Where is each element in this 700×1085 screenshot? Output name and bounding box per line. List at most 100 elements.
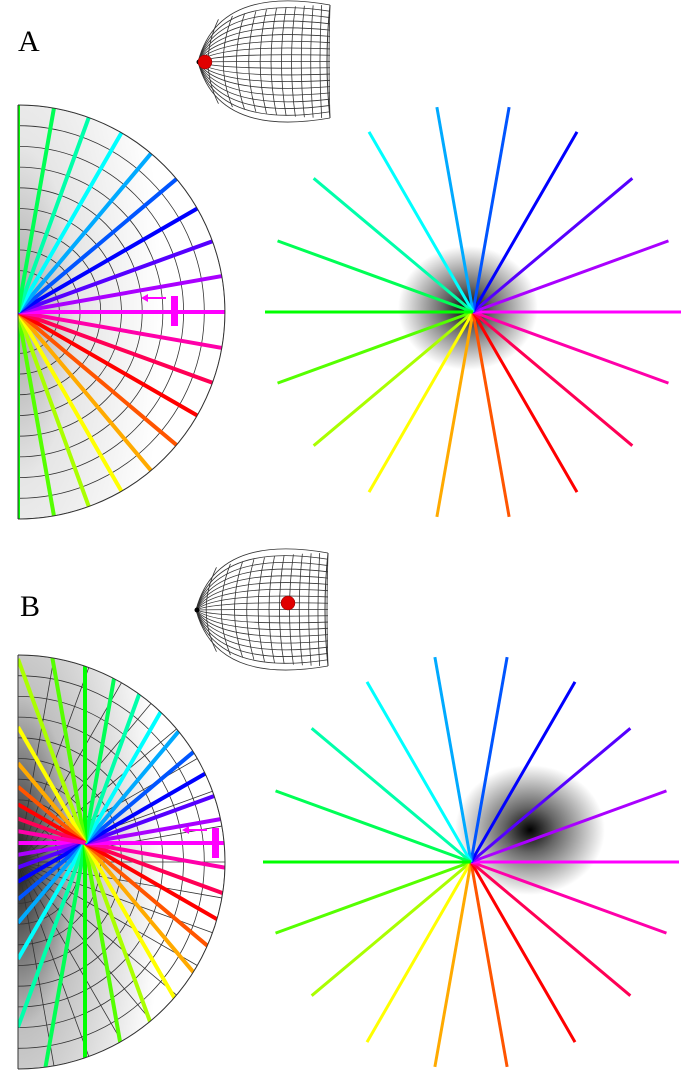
mesh-line bbox=[195, 609, 329, 657]
mesh-figure-a bbox=[196, 0, 331, 123]
color-ray bbox=[18, 311, 91, 508]
mesh-line bbox=[236, 13, 246, 110]
color-ray bbox=[18, 239, 214, 314]
mesh-line bbox=[257, 557, 265, 662]
stimulus-dot bbox=[280, 595, 296, 611]
mesh-line bbox=[197, 0, 331, 63]
color-ray bbox=[18, 725, 87, 844]
color-ray bbox=[469, 861, 577, 1043]
color-ray bbox=[312, 310, 474, 447]
color-ray bbox=[435, 106, 475, 313]
mesh-line bbox=[197, 34, 331, 63]
mesh-line bbox=[270, 8, 277, 115]
mesh-line bbox=[259, 9, 267, 114]
color-ray bbox=[469, 861, 509, 1068]
mesh-line bbox=[197, 40, 331, 63]
color-ray bbox=[18, 841, 87, 901]
grid-spoke bbox=[18, 861, 122, 1042]
mesh-line bbox=[197, 61, 331, 123]
color-ray bbox=[18, 829, 86, 845]
mesh-line bbox=[291, 6, 296, 117]
mesh-line bbox=[310, 5, 314, 118]
color-ray bbox=[84, 841, 225, 870]
color-ray bbox=[277, 310, 474, 385]
map-outline bbox=[17, 654, 226, 1070]
color-ray bbox=[83, 678, 116, 844]
color-ray bbox=[470, 860, 632, 997]
color-ray bbox=[435, 311, 475, 518]
color-ray bbox=[367, 131, 475, 313]
mesh-line bbox=[197, 61, 331, 96]
mesh-line bbox=[195, 595, 329, 611]
mesh-line bbox=[195, 609, 329, 624]
panel-label-a: A bbox=[18, 25, 40, 58]
color-ray bbox=[312, 177, 474, 314]
mesh-line bbox=[308, 553, 312, 666]
pole-dot bbox=[194, 607, 200, 613]
color-ray bbox=[277, 239, 474, 314]
visual-field-star-a bbox=[265, 106, 681, 518]
mesh-edge bbox=[326, 4, 331, 119]
mesh-line bbox=[298, 553, 303, 666]
color-ray bbox=[18, 274, 223, 314]
marker-arrow-head bbox=[141, 294, 148, 302]
color-ray bbox=[18, 107, 56, 313]
mesh-line bbox=[300, 5, 305, 118]
color-ray bbox=[18, 841, 87, 884]
color-ray bbox=[472, 310, 669, 385]
mesh-line bbox=[279, 555, 285, 664]
visual-field-star-b bbox=[263, 656, 679, 1068]
color-ray bbox=[275, 789, 472, 864]
color-ray bbox=[43, 842, 87, 1068]
direction-marker-b bbox=[182, 826, 219, 858]
color-ray bbox=[18, 177, 178, 314]
color-ray bbox=[84, 794, 215, 845]
mesh-line bbox=[197, 61, 331, 69]
mesh-line bbox=[195, 548, 329, 611]
color-ray bbox=[83, 771, 207, 845]
color-ray bbox=[18, 152, 153, 314]
color-ray bbox=[469, 681, 577, 863]
panel-label-b: B bbox=[20, 590, 41, 623]
color-ray bbox=[83, 693, 142, 844]
color-ray bbox=[470, 789, 667, 864]
mesh-line bbox=[317, 553, 321, 666]
mesh-line bbox=[195, 555, 329, 611]
mesh-line bbox=[197, 54, 331, 63]
color-ray bbox=[83, 842, 152, 1023]
mesh-line bbox=[246, 559, 255, 660]
color-ray bbox=[310, 860, 472, 997]
mesh-line bbox=[197, 13, 331, 63]
color-ray bbox=[50, 657, 87, 844]
color-ray bbox=[367, 311, 475, 493]
map-outline bbox=[17, 104, 226, 520]
mesh-line bbox=[326, 552, 329, 667]
mesh-line bbox=[195, 609, 329, 671]
mesh-line bbox=[222, 15, 233, 108]
color-ray bbox=[18, 761, 87, 845]
color-ray bbox=[471, 311, 511, 518]
grid-spoke bbox=[18, 667, 90, 863]
grid-spoke bbox=[18, 728, 177, 863]
color-ray bbox=[18, 842, 87, 961]
grid-spoke bbox=[18, 861, 177, 996]
mesh-line bbox=[195, 609, 329, 617]
mesh-line bbox=[197, 61, 331, 83]
mesh-line bbox=[328, 4, 331, 119]
color-ray bbox=[469, 656, 509, 863]
color-ray bbox=[472, 310, 634, 447]
mesh-line bbox=[197, 61, 331, 109]
color-ray bbox=[18, 658, 87, 844]
color-ray bbox=[18, 785, 87, 845]
color-ray bbox=[83, 841, 177, 999]
color-ray bbox=[18, 841, 86, 870]
color-ray bbox=[18, 842, 87, 1028]
mesh-line bbox=[197, 61, 331, 63]
color-ray bbox=[18, 131, 124, 314]
mesh-line bbox=[197, 27, 331, 63]
mesh-line bbox=[195, 609, 329, 611]
color-ray bbox=[18, 311, 56, 517]
mesh-line bbox=[195, 582, 329, 611]
color-ray bbox=[433, 656, 473, 863]
